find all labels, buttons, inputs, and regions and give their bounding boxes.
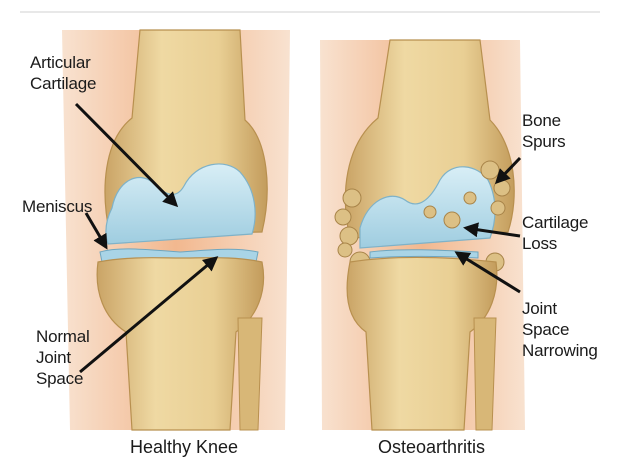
label-cartilage-loss: Cartilage Loss [522, 212, 588, 254]
label-normal-joint-space: Normal Joint Space [36, 326, 90, 389]
healthy-fibula [238, 318, 262, 430]
label-meniscus: Meniscus [22, 196, 92, 217]
caption-healthy-knee: Healthy Knee [130, 436, 238, 458]
caption-osteoarthritis: Osteoarthritis [378, 436, 485, 458]
osteoarthritis-knee-figure [320, 40, 525, 430]
oa-fibula [474, 318, 496, 430]
label-bone-spurs: Bone Spurs [522, 110, 565, 152]
label-articular-cartilage: Articular Cartilage [30, 52, 96, 94]
label-joint-space-narrowing: Joint Space Narrowing [522, 298, 598, 361]
